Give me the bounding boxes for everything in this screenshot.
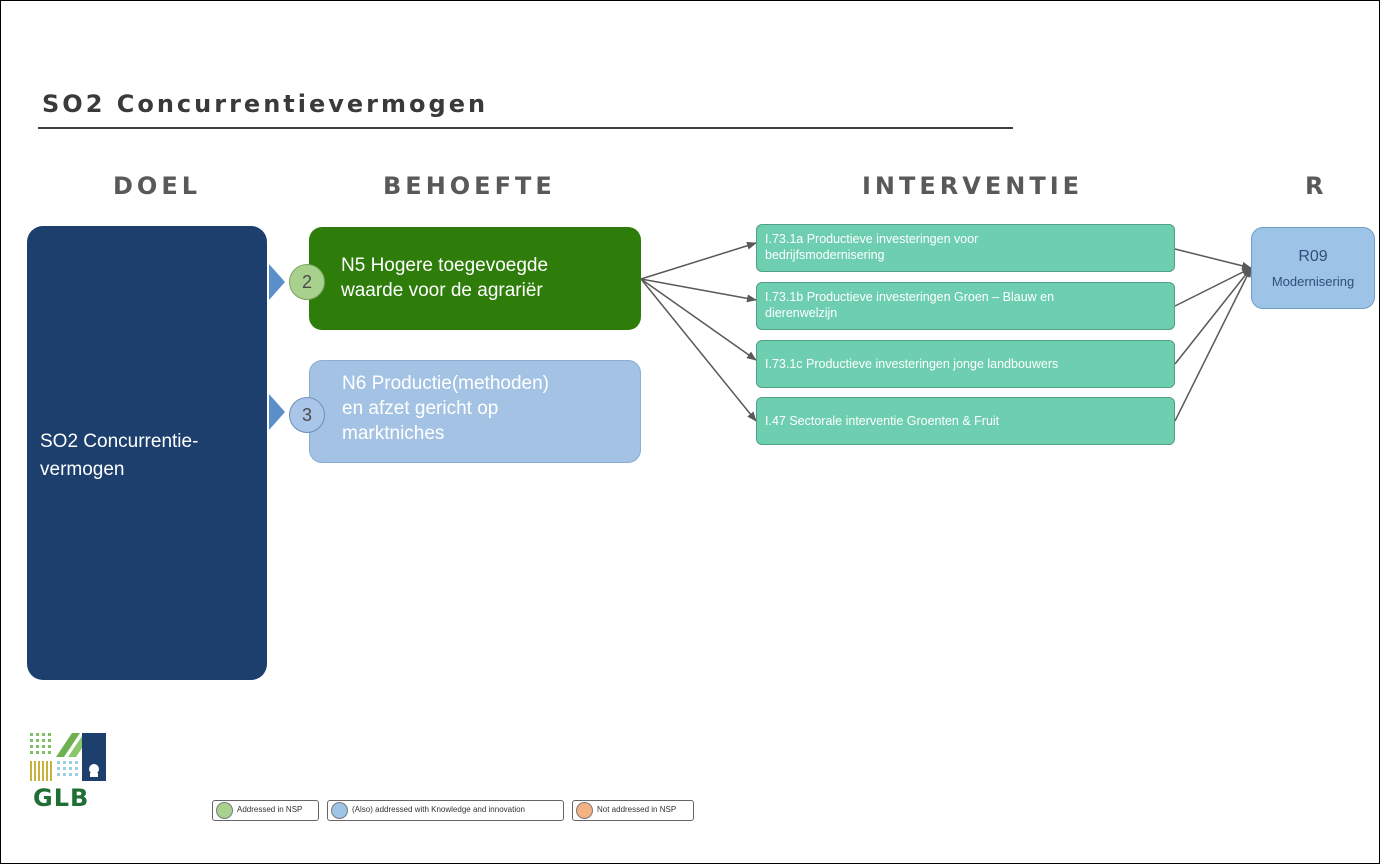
need-text: N5 Hogere toegevoegde waarde voor de agr… xyxy=(341,253,631,303)
need-line: N5 Hogere toegevoegde xyxy=(341,255,549,276)
result-code: R09 xyxy=(1298,248,1328,265)
need-box-n5: N5 Hogere toegevoegde waarde voor de agr… xyxy=(309,227,641,330)
intervention-box-i73-1c: I.73.1c Productieve investeringen jonge … xyxy=(756,340,1175,388)
result-box-r09: R09 Modernisering xyxy=(1251,227,1375,309)
need-line: N6 Productie(methoden) xyxy=(342,373,549,394)
connector-arrow xyxy=(640,278,757,303)
need-pointer-arrow-icon xyxy=(269,394,285,430)
need-line: waarde voor de agrariër xyxy=(341,280,543,301)
need-number-badge: 3 xyxy=(289,397,325,433)
need-pointer-arrow-icon xyxy=(269,264,285,300)
connector-arrow xyxy=(1174,248,1252,270)
legend-item-not-addressed: Not addressed in NSP xyxy=(572,800,694,821)
intervention-box-i73-1b: I.73.1b Productieve investeringen Groen … xyxy=(756,282,1175,330)
column-header-doel: DOEL xyxy=(113,172,202,200)
intervention-box-i47: I.47 Sectorale interventie Groenten & Fr… xyxy=(756,397,1175,445)
intervention-line: I.73.1a Productieve investeringen voor xyxy=(765,232,979,246)
column-header-result: R xyxy=(1305,172,1328,200)
intervention-box-i73-1a: I.73.1a Productieve investeringen voor b… xyxy=(756,224,1175,272)
slide-title: SO2 Concurrentievermogen xyxy=(42,90,489,118)
doel-label-line2: vermogen xyxy=(40,459,125,480)
title-divider xyxy=(38,127,1013,129)
intervention-line: I.73.1b Productieve investeringen Groen … xyxy=(765,290,1055,304)
legend-swatch xyxy=(216,802,233,819)
legend-swatch xyxy=(331,802,348,819)
column-header-interventie: INTERVENTIE xyxy=(862,172,1084,200)
intervention-line: I.73.1c Productieve investeringen jonge … xyxy=(765,357,1059,371)
legend-swatch xyxy=(576,802,593,819)
glb-logo-icon xyxy=(30,733,106,781)
legend-item-knowledge: (Also) addressed with Knowledge and inno… xyxy=(327,800,564,821)
connector-arrow xyxy=(640,278,757,422)
doel-label: SO2 Concurrentie- vermogen xyxy=(40,428,260,484)
glb-logo-text: GLB xyxy=(33,784,90,812)
connector-arrow xyxy=(1174,267,1252,422)
connector-arrow xyxy=(1174,267,1252,307)
connector-arrow xyxy=(640,278,757,361)
intervention-line: dierenwelzijn xyxy=(765,306,838,320)
doel-label-line1: SO2 Concurrentie- xyxy=(40,431,199,452)
need-box-n6: N6 Productie(methoden) en afzet gericht … xyxy=(309,360,641,463)
intervention-line: I.47 Sectorale interventie Groenten & Fr… xyxy=(765,414,1000,428)
legend-item-addressed: Addressed in NSP xyxy=(212,800,319,821)
connector-arrow xyxy=(1174,267,1252,365)
doel-box xyxy=(27,226,267,680)
legend-label: Not addressed in NSP xyxy=(597,805,677,814)
legend-label: Addressed in NSP xyxy=(237,805,303,814)
result-label: Modernisering xyxy=(1271,274,1355,289)
need-line: marktniches xyxy=(342,423,445,444)
intervention-line: bedrijfsmodernisering xyxy=(765,248,885,262)
column-header-behoefte: BEHOEFTE xyxy=(383,172,556,200)
legend-label: (Also) addressed with Knowledge and inno… xyxy=(352,805,525,814)
need-number-badge: 2 xyxy=(289,264,325,300)
need-text: N6 Productie(methoden) en afzet gericht … xyxy=(342,371,632,446)
connector-arrow xyxy=(640,241,757,280)
need-line: en afzet gericht op xyxy=(342,398,499,419)
